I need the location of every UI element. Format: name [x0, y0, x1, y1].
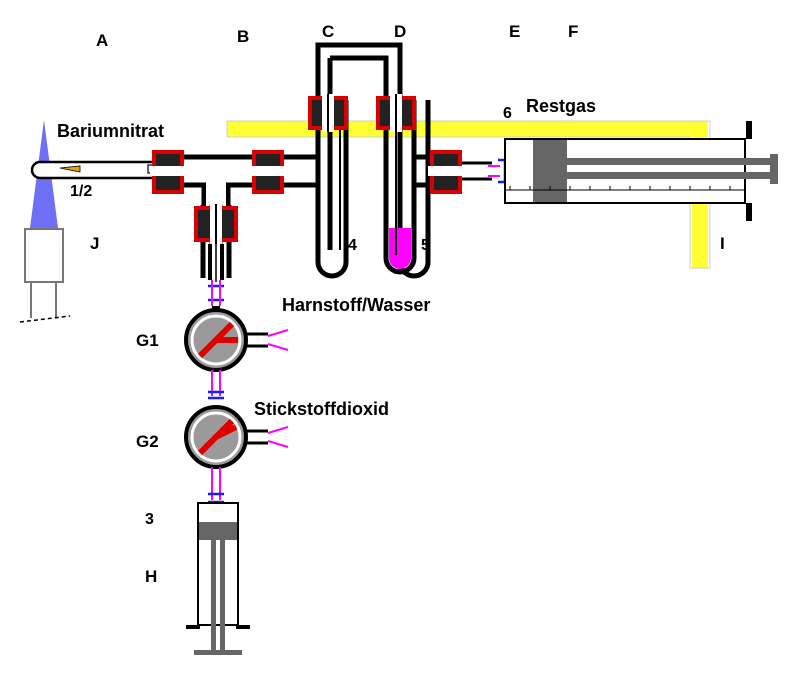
- label-6: 6: [503, 105, 512, 122]
- burner-base: [19, 315, 71, 323]
- outlet-tube: [462, 158, 507, 184]
- burner-body: [24, 228, 64, 283]
- label-i: I: [720, 234, 725, 253]
- label-h: H: [145, 567, 157, 586]
- label-4: 4: [348, 237, 357, 254]
- valve-g2: [184, 405, 289, 469]
- stopper: [250, 150, 286, 194]
- label-j: J: [90, 234, 99, 253]
- connector: [208, 280, 224, 306]
- stopper: [308, 94, 348, 132]
- u-tube-5: [383, 100, 440, 275]
- label-a: A: [96, 31, 108, 50]
- label-d: D: [394, 22, 406, 41]
- label-g2: G2: [136, 432, 159, 451]
- stopper: [428, 150, 464, 194]
- label-f: F: [568, 22, 578, 41]
- label-bariumnitrat: Bariumnitrat: [57, 121, 164, 141]
- stopper: [376, 94, 416, 132]
- bariumnitrat-sample: [59, 165, 81, 173]
- label-3: 3: [145, 511, 154, 528]
- gas-syringe-vertical: [186, 502, 250, 655]
- connector: [208, 370, 224, 400]
- stopper: [194, 204, 238, 244]
- gas-syringe-horizontal: [504, 121, 778, 221]
- label-e: E: [509, 22, 520, 41]
- reaction-tube: [30, 160, 160, 180]
- label-stickstoffdioxid: Stickstoffdioxid: [254, 399, 389, 419]
- stopper: [150, 150, 186, 194]
- valve-g1: [184, 306, 289, 372]
- bunsen-burner: [19, 120, 71, 323]
- label-harnstoff-wasser: Harnstoff/Wasser: [282, 295, 430, 315]
- label-b: B: [237, 27, 249, 46]
- label-5: 5: [421, 237, 430, 254]
- label-restgas: Restgas: [526, 96, 596, 116]
- label-g1: G1: [136, 331, 159, 350]
- label-1-2: 1/2: [70, 183, 92, 200]
- connecting-tube: [208, 244, 224, 282]
- syringe-scale: [509, 186, 731, 190]
- label-c: C: [322, 22, 334, 41]
- connector: [208, 467, 224, 504]
